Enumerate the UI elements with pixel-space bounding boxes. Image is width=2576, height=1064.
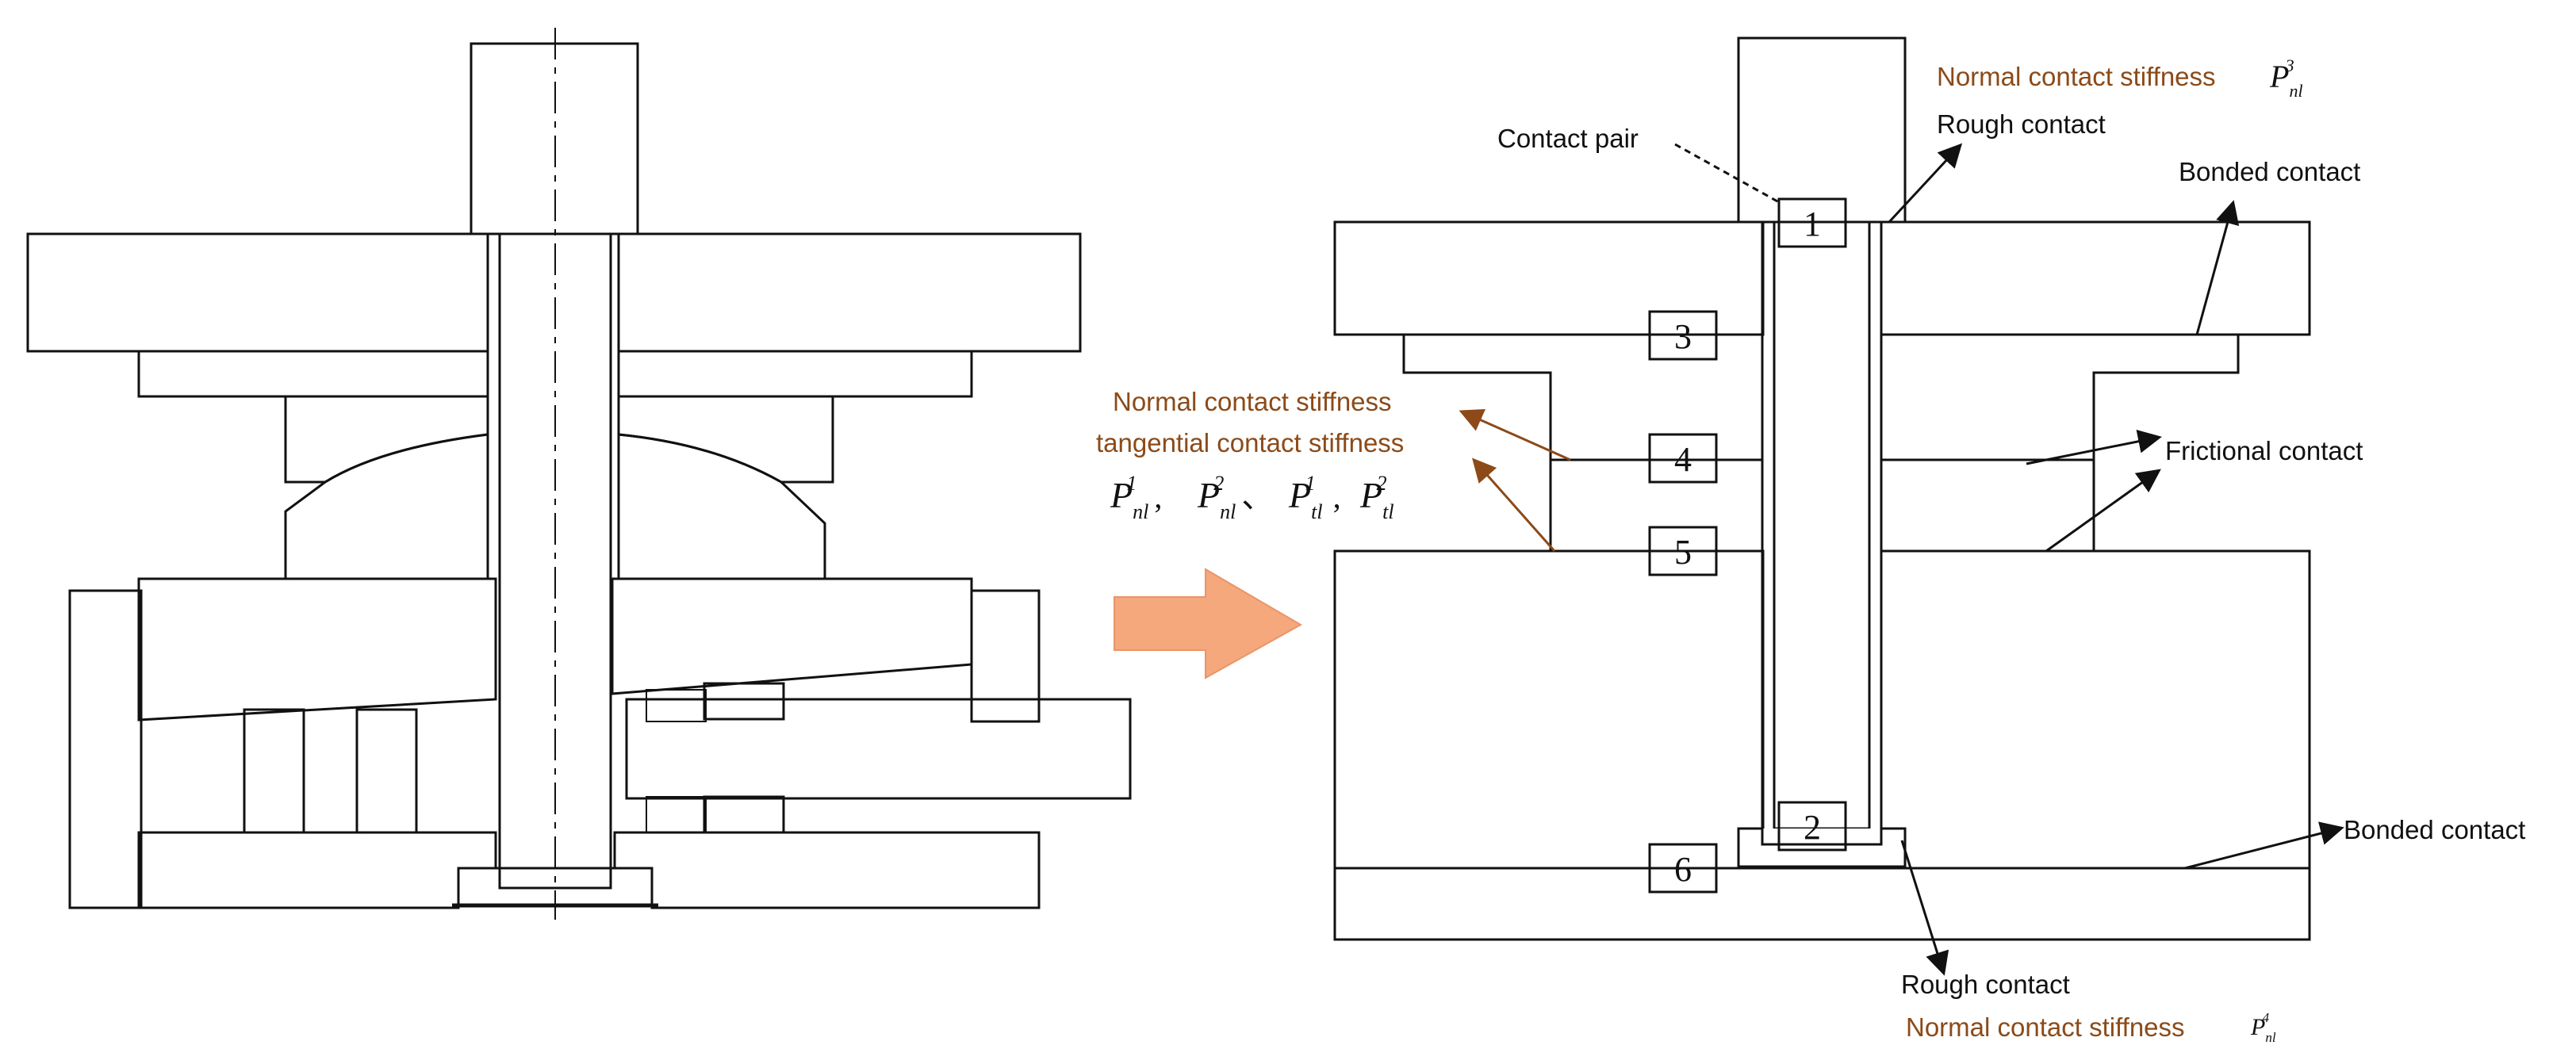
pair-number-2: 2 [1804,808,1821,847]
support-right-top [703,682,785,721]
wedge-left [137,577,497,721]
frictional-contact-leader-2 [2045,469,2161,553]
top-plate-left [26,232,489,353]
sliding-lever [625,698,1132,800]
contact-pair-label: Contact pair [1497,124,1639,153]
stiffness-symbol-2: Pnl2、 [1197,472,1273,523]
side-wall-left [68,589,143,909]
stiffness-symbol-3: Ptl1, [1288,472,1341,523]
model-base [1333,867,2311,941]
right-arrow-icon [1114,568,1303,679]
lower-spherical-right [617,433,826,580]
wedge-right [611,577,973,695]
contact-pair-box-1: 1 [1777,197,1847,248]
contact-pair-box-4: 4 [1648,433,1718,484]
contact-pair-box-5: 5 [1648,526,1718,576]
model-spacer-left [1549,458,1764,553]
rough-contact-bottom-leader [1900,840,1949,976]
model-block-right [1880,549,2311,870]
stiffness-leader-lower [1472,457,1556,552]
top-plate-right [617,232,1082,353]
lower-spherical-left [284,433,489,580]
frictional-contact-label: Frictional contact [2165,436,2363,465]
tangential-stiffness-left-label: tangential contact stiffness [1096,428,1404,457]
pair-number-1: 1 [1804,205,1821,243]
rough-contact-bottom-label: Rough contact [1901,970,2070,999]
model-block-left [1333,549,1765,870]
stiffness-symbol-4: Ptl2 [1359,472,1394,523]
pair-number-4: 4 [1674,440,1692,479]
stiffness-symbol-top: Pnl3 [2269,55,2303,101]
base-plate-right [613,831,1041,909]
simplified-model: 1 2 3 4 5 6 [1333,36,2344,976]
bonded-contact-bottom-leader [2184,821,2344,870]
frictional-contact-leader-1 [2026,429,2162,465]
model-step-left [1402,333,1764,461]
model-top-plate-left [1333,220,1765,336]
pair-number-3: 3 [1674,317,1692,356]
rough-contact-top-label: Rough contact [1937,109,2106,139]
assembly-drawing [26,28,1132,920]
support-left-2 [355,708,418,834]
model-bolt-shank [1773,220,1871,830]
pair-number-5: 5 [1674,533,1692,572]
side-wall-right [970,589,1041,723]
gap-right [646,689,707,722]
rough-contact-top-leader [1888,143,1963,224]
base-plate-left [137,831,497,909]
stiffness-symbols-left: Pnl1, Pnl2、 Ptl1, Ptl2 [1110,472,1394,523]
normal-stiffness-bottom-label: Normal contact stiffness [1906,1012,2185,1042]
stiffness-symbol-1: Pnl1, [1110,472,1162,523]
stiffness-leader-upper [1459,409,1571,461]
bonded-contact-top-label: Bonded contact [2179,157,2360,186]
pair-number-6: 6 [1674,850,1692,889]
contact-pair-leader [1674,143,1780,204]
flange-right [617,350,973,398]
bonded-contact-bottom-label: Bonded contact [2344,815,2525,844]
flange-left [137,350,489,398]
contact-pair-box-6: 6 [1648,843,1718,894]
support-right-bottom [703,795,785,834]
model-top-plate-right [1880,220,2311,336]
contact-pair-box-2: 2 [1777,801,1847,852]
contact-pair-box-3: 3 [1648,310,1718,361]
normal-stiffness-top-label: Normal contact stiffness [1937,62,2216,91]
bonded-contact-top-leader [2195,200,2240,335]
stiffness-symbol-bottom: Pnl4 [2250,1010,2276,1045]
gap-right-2 [646,796,707,833]
support-left [243,708,305,834]
normal-stiffness-left-label: Normal contact stiffness [1113,387,1392,416]
model-spacer-right [1880,458,2095,553]
